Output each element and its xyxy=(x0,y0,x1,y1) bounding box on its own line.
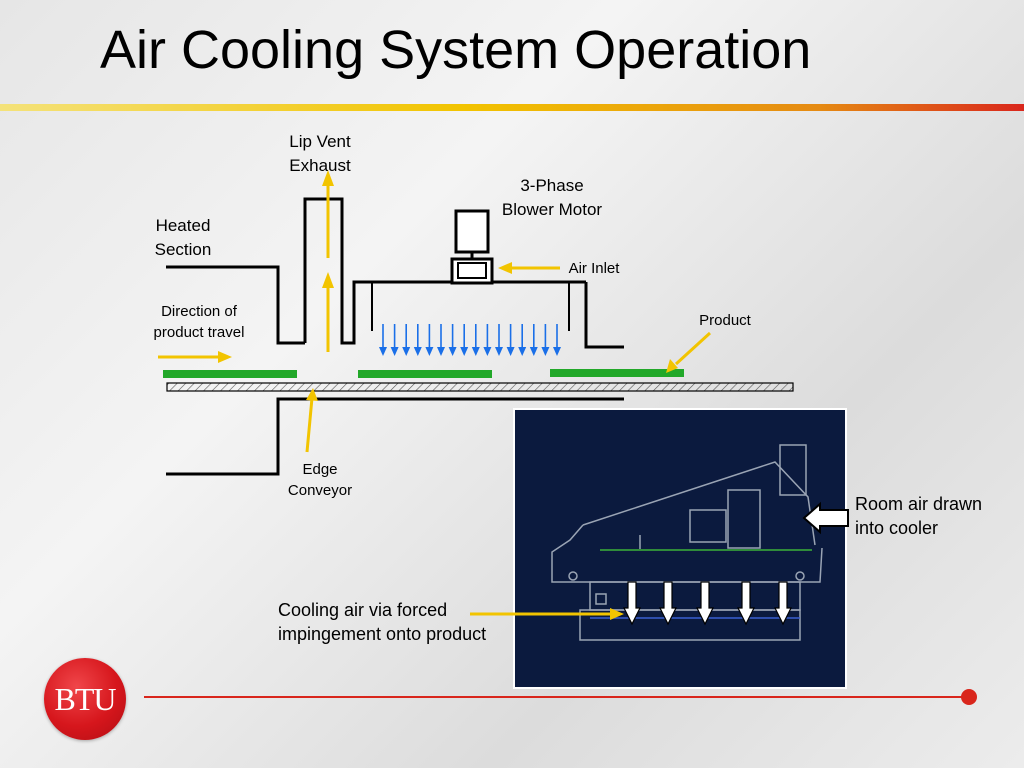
cooler-downflow-arrow xyxy=(659,581,677,626)
product-1 xyxy=(163,370,297,378)
impingement-air-arrow xyxy=(553,324,561,356)
product-pointer-arrow xyxy=(666,331,712,373)
impingement-air-arrow xyxy=(437,324,445,356)
impingement-airflow-arrows xyxy=(379,324,561,356)
label-room-air: Room air drawn into cooler xyxy=(855,494,983,538)
impingement-air-arrow xyxy=(541,324,550,356)
label-heated-section: Heated Section xyxy=(154,216,212,259)
impingement-air-arrow xyxy=(529,324,538,356)
impingement-air-arrow xyxy=(506,324,515,356)
label-blower-motor: 3-Phase Blower Motor xyxy=(501,176,603,219)
air-inlet-arrow xyxy=(498,262,560,274)
cooler-downflow-arrow xyxy=(774,581,792,626)
cooling-air-pointer-arrow xyxy=(470,608,624,620)
product-2 xyxy=(358,370,492,378)
impingement-air-arrow xyxy=(390,324,399,356)
impingement-air-arrow xyxy=(460,324,469,356)
impingement-air-arrow xyxy=(448,324,457,356)
btu-logo: BTU xyxy=(44,658,126,740)
impingement-air-arrow xyxy=(471,324,480,356)
cooler-downflow-arrow xyxy=(623,581,641,626)
room-air-arrow xyxy=(802,501,849,535)
heated-section-lower-wall xyxy=(166,397,624,476)
impingement-air-arrow xyxy=(413,324,422,356)
label-air-inlet: Air Inlet xyxy=(568,260,620,277)
heated-section-upper-wall xyxy=(166,265,305,345)
edge-conveyor-belt xyxy=(166,382,794,392)
label-lip-vent: Lip Vent Exhaust xyxy=(289,132,351,175)
exhaust-arrows xyxy=(322,170,334,352)
slide-title: Air Cooling System Operation xyxy=(100,20,812,80)
label-cooling-air: Cooling air via forced impingement onto … xyxy=(278,600,487,644)
lip-vent-exhaust-chimney xyxy=(303,197,586,345)
impingement-air-arrow xyxy=(483,324,492,356)
product-direction-arrow xyxy=(158,351,232,363)
cooler-downflow-arrow xyxy=(696,581,714,626)
label-direction-of-travel: Direction of product travel xyxy=(153,303,245,341)
impingement-air-arrow xyxy=(518,324,527,356)
cooler-downflow-arrows xyxy=(623,581,792,626)
footer-dot xyxy=(961,689,977,705)
cooler-downflow-arrow xyxy=(737,581,755,626)
btu-logo-text: BTU xyxy=(54,681,117,717)
impingement-air-arrow xyxy=(425,324,434,356)
label-product: Product xyxy=(699,312,751,329)
edge-conveyor-pointer-arrow xyxy=(305,388,318,453)
blower-motor-body xyxy=(454,209,490,254)
product-3 xyxy=(550,369,684,377)
cooler-drawing-panel xyxy=(513,408,847,689)
label-edge-conveyor: Edge Conveyor xyxy=(287,461,353,499)
impingement-air-arrow xyxy=(495,324,503,356)
impingement-air-arrow xyxy=(402,324,411,356)
cooler-outlet-wall xyxy=(584,282,624,349)
impingement-air-arrow xyxy=(379,324,387,356)
title-accent-band xyxy=(0,104,1024,111)
